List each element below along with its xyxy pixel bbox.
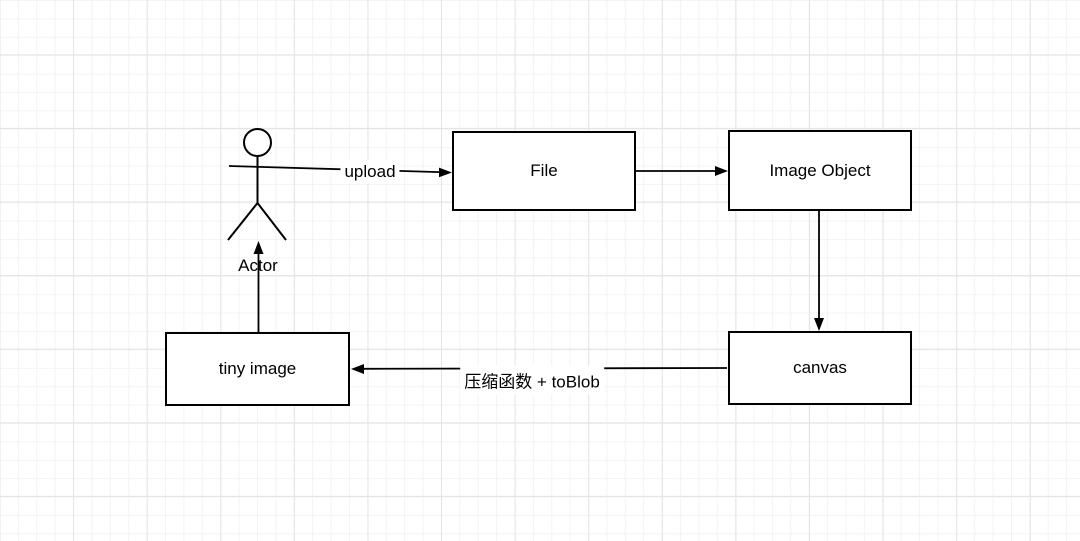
edge-label-upload: upload: [340, 160, 400, 184]
edge-label-compress: 压缩函数 + toBlob: [460, 365, 604, 395]
node-canvas-label: canvas: [793, 358, 847, 377]
edge-image-object-to-canvas: [814, 211, 824, 331]
node-image-object: Image Object: [728, 130, 912, 211]
node-image-object-label: Image Object: [769, 160, 871, 180]
edge-tiny-image-to-actor: [253, 241, 264, 332]
arrowhead-tiny-image: [351, 364, 364, 374]
node-tiny-image-label: tiny image: [218, 359, 297, 378]
node-canvas: canvas: [728, 331, 912, 405]
actor-figure: [227, 128, 287, 241]
node-file: File: [452, 131, 636, 211]
node-tiny-image: tiny image: [165, 332, 350, 406]
actor-head: [243, 128, 272, 157]
arrowhead-file: [439, 167, 452, 178]
arrowhead-actor: [253, 241, 264, 254]
edge-file-to-image-object: [636, 166, 728, 176]
edge-actor-to-file: [228, 165, 452, 178]
arrowhead-image-object: [715, 166, 728, 176]
arrowhead-canvas: [814, 318, 824, 331]
node-file-label: File: [530, 161, 558, 180]
actor-label: Actor: [238, 256, 278, 275]
actor-legs: [227, 202, 287, 241]
